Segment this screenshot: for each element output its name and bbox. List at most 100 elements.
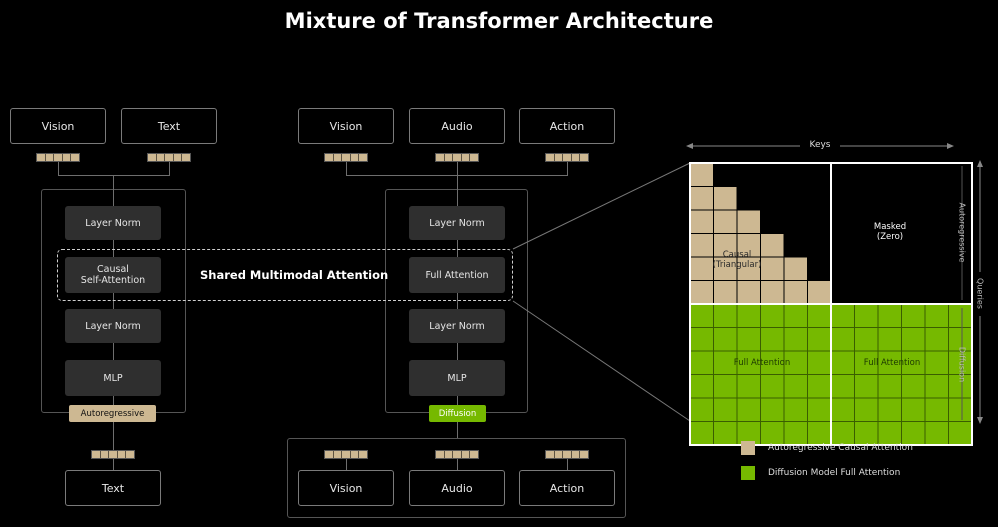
connector-line <box>457 162 458 175</box>
input-vision-box-left: Vision <box>10 108 106 144</box>
block-label: Layer Norm <box>429 217 485 229</box>
full-attention-cell <box>760 397 785 422</box>
connector-line <box>113 459 114 470</box>
full-attention-cell <box>689 327 714 352</box>
arrow-right-icon <box>947 143 954 149</box>
full-attention-cell <box>689 421 714 446</box>
connector-line <box>169 162 170 175</box>
full-attention-cell <box>736 397 761 422</box>
connector-line <box>58 162 59 175</box>
connector-line <box>567 162 568 175</box>
connector-line <box>346 459 347 470</box>
token-strip <box>545 450 589 459</box>
full-attention-right-label: Full Attention <box>863 358 921 368</box>
causal-cell <box>783 256 808 281</box>
full-attention-left-label: Full Attention <box>733 358 791 368</box>
connector-line <box>457 175 458 189</box>
causal-cell <box>689 186 714 211</box>
full-attention-cell <box>924 421 949 446</box>
output-text-box: Text <box>65 470 161 506</box>
connector-line <box>58 175 170 176</box>
causal-cell <box>783 280 808 305</box>
full-attention-cell <box>713 374 738 399</box>
full-attention-cell <box>901 327 926 352</box>
full-attention-cell <box>901 303 926 328</box>
full-attention-cell <box>760 303 785 328</box>
token-strip <box>435 450 479 459</box>
diffusion-side-label: Diffusion <box>957 346 967 383</box>
layer-norm-block: Layer Norm <box>409 206 505 240</box>
masked-label: Masked (Zero) <box>873 222 907 242</box>
full-attention-cell <box>854 327 879 352</box>
full-attention-block: Full Attention <box>409 257 505 293</box>
connector-line <box>457 422 458 438</box>
layer-norm-block: Layer Norm <box>65 206 161 240</box>
connector-line <box>567 459 568 470</box>
full-attention-cell <box>901 374 926 399</box>
causal-cell <box>713 209 738 234</box>
block-label: MLP <box>103 372 123 384</box>
output-vision-box: Vision <box>298 470 394 506</box>
diagram-title: Mixture of Transformer Architecture <box>284 9 714 33</box>
causal-cell <box>689 209 714 234</box>
layer-norm-block: Layer Norm <box>409 309 505 343</box>
token-strip <box>36 153 80 162</box>
mlp-block: MLP <box>65 360 161 396</box>
full-attention-cell <box>877 303 902 328</box>
connector-line <box>113 422 114 450</box>
full-attention-cell <box>689 350 714 375</box>
layer-norm-block: Layer Norm <box>65 309 161 343</box>
connector-line <box>113 189 114 413</box>
full-attention-cell <box>760 327 785 352</box>
token-strip <box>91 450 135 459</box>
full-attention-cell <box>830 303 855 328</box>
token-strip <box>324 153 368 162</box>
block-label: Layer Norm <box>85 320 141 332</box>
token-strip <box>324 450 368 459</box>
full-attention-cell <box>924 303 949 328</box>
full-attention-cell <box>713 397 738 422</box>
full-attention-cell <box>877 327 902 352</box>
output-action-box: Action <box>519 470 615 506</box>
causal-cell <box>713 280 738 305</box>
zoom-line <box>512 300 691 422</box>
input-action-box: Action <box>519 108 615 144</box>
connector-line <box>346 162 347 175</box>
causal-cell <box>736 280 761 305</box>
full-attention-cell <box>901 397 926 422</box>
causal-cell <box>760 280 785 305</box>
block-label: Causal Self-Attention <box>80 264 146 286</box>
block-label: Layer Norm <box>429 320 485 332</box>
mlp-block: MLP <box>409 360 505 396</box>
outputs-frame <box>287 438 626 518</box>
full-attention-cell <box>924 397 949 422</box>
full-attention-cell <box>854 303 879 328</box>
causal-cell <box>689 280 714 305</box>
full-attention-cell <box>948 397 973 422</box>
full-attention-cell <box>807 374 832 399</box>
full-attention-cell <box>854 397 879 422</box>
full-attention-cell <box>736 303 761 328</box>
full-attention-cell <box>783 327 808 352</box>
legend-swatch-green <box>741 466 755 480</box>
full-attention-cell <box>807 303 832 328</box>
full-attention-cell <box>877 397 902 422</box>
full-attention-cell <box>807 397 832 422</box>
full-attention-cell <box>948 303 973 328</box>
zoom-line <box>512 162 691 250</box>
full-attention-cell <box>854 421 879 446</box>
keys-label: Keys <box>809 140 831 150</box>
full-attention-cell <box>807 421 832 446</box>
full-attention-cell <box>783 303 808 328</box>
full-attention-cell <box>830 421 855 446</box>
full-attention-cell <box>830 327 855 352</box>
arrow-left-icon <box>686 143 693 149</box>
arrow-up-icon <box>977 160 983 167</box>
legend-diffusion-label: Diffusion Model Full Attention <box>768 468 901 478</box>
full-attention-cell <box>736 327 761 352</box>
causal-cell <box>736 209 761 234</box>
autoregressive-tag: Autoregressive <box>69 405 156 422</box>
token-strip <box>435 153 479 162</box>
connector-line <box>457 459 458 470</box>
